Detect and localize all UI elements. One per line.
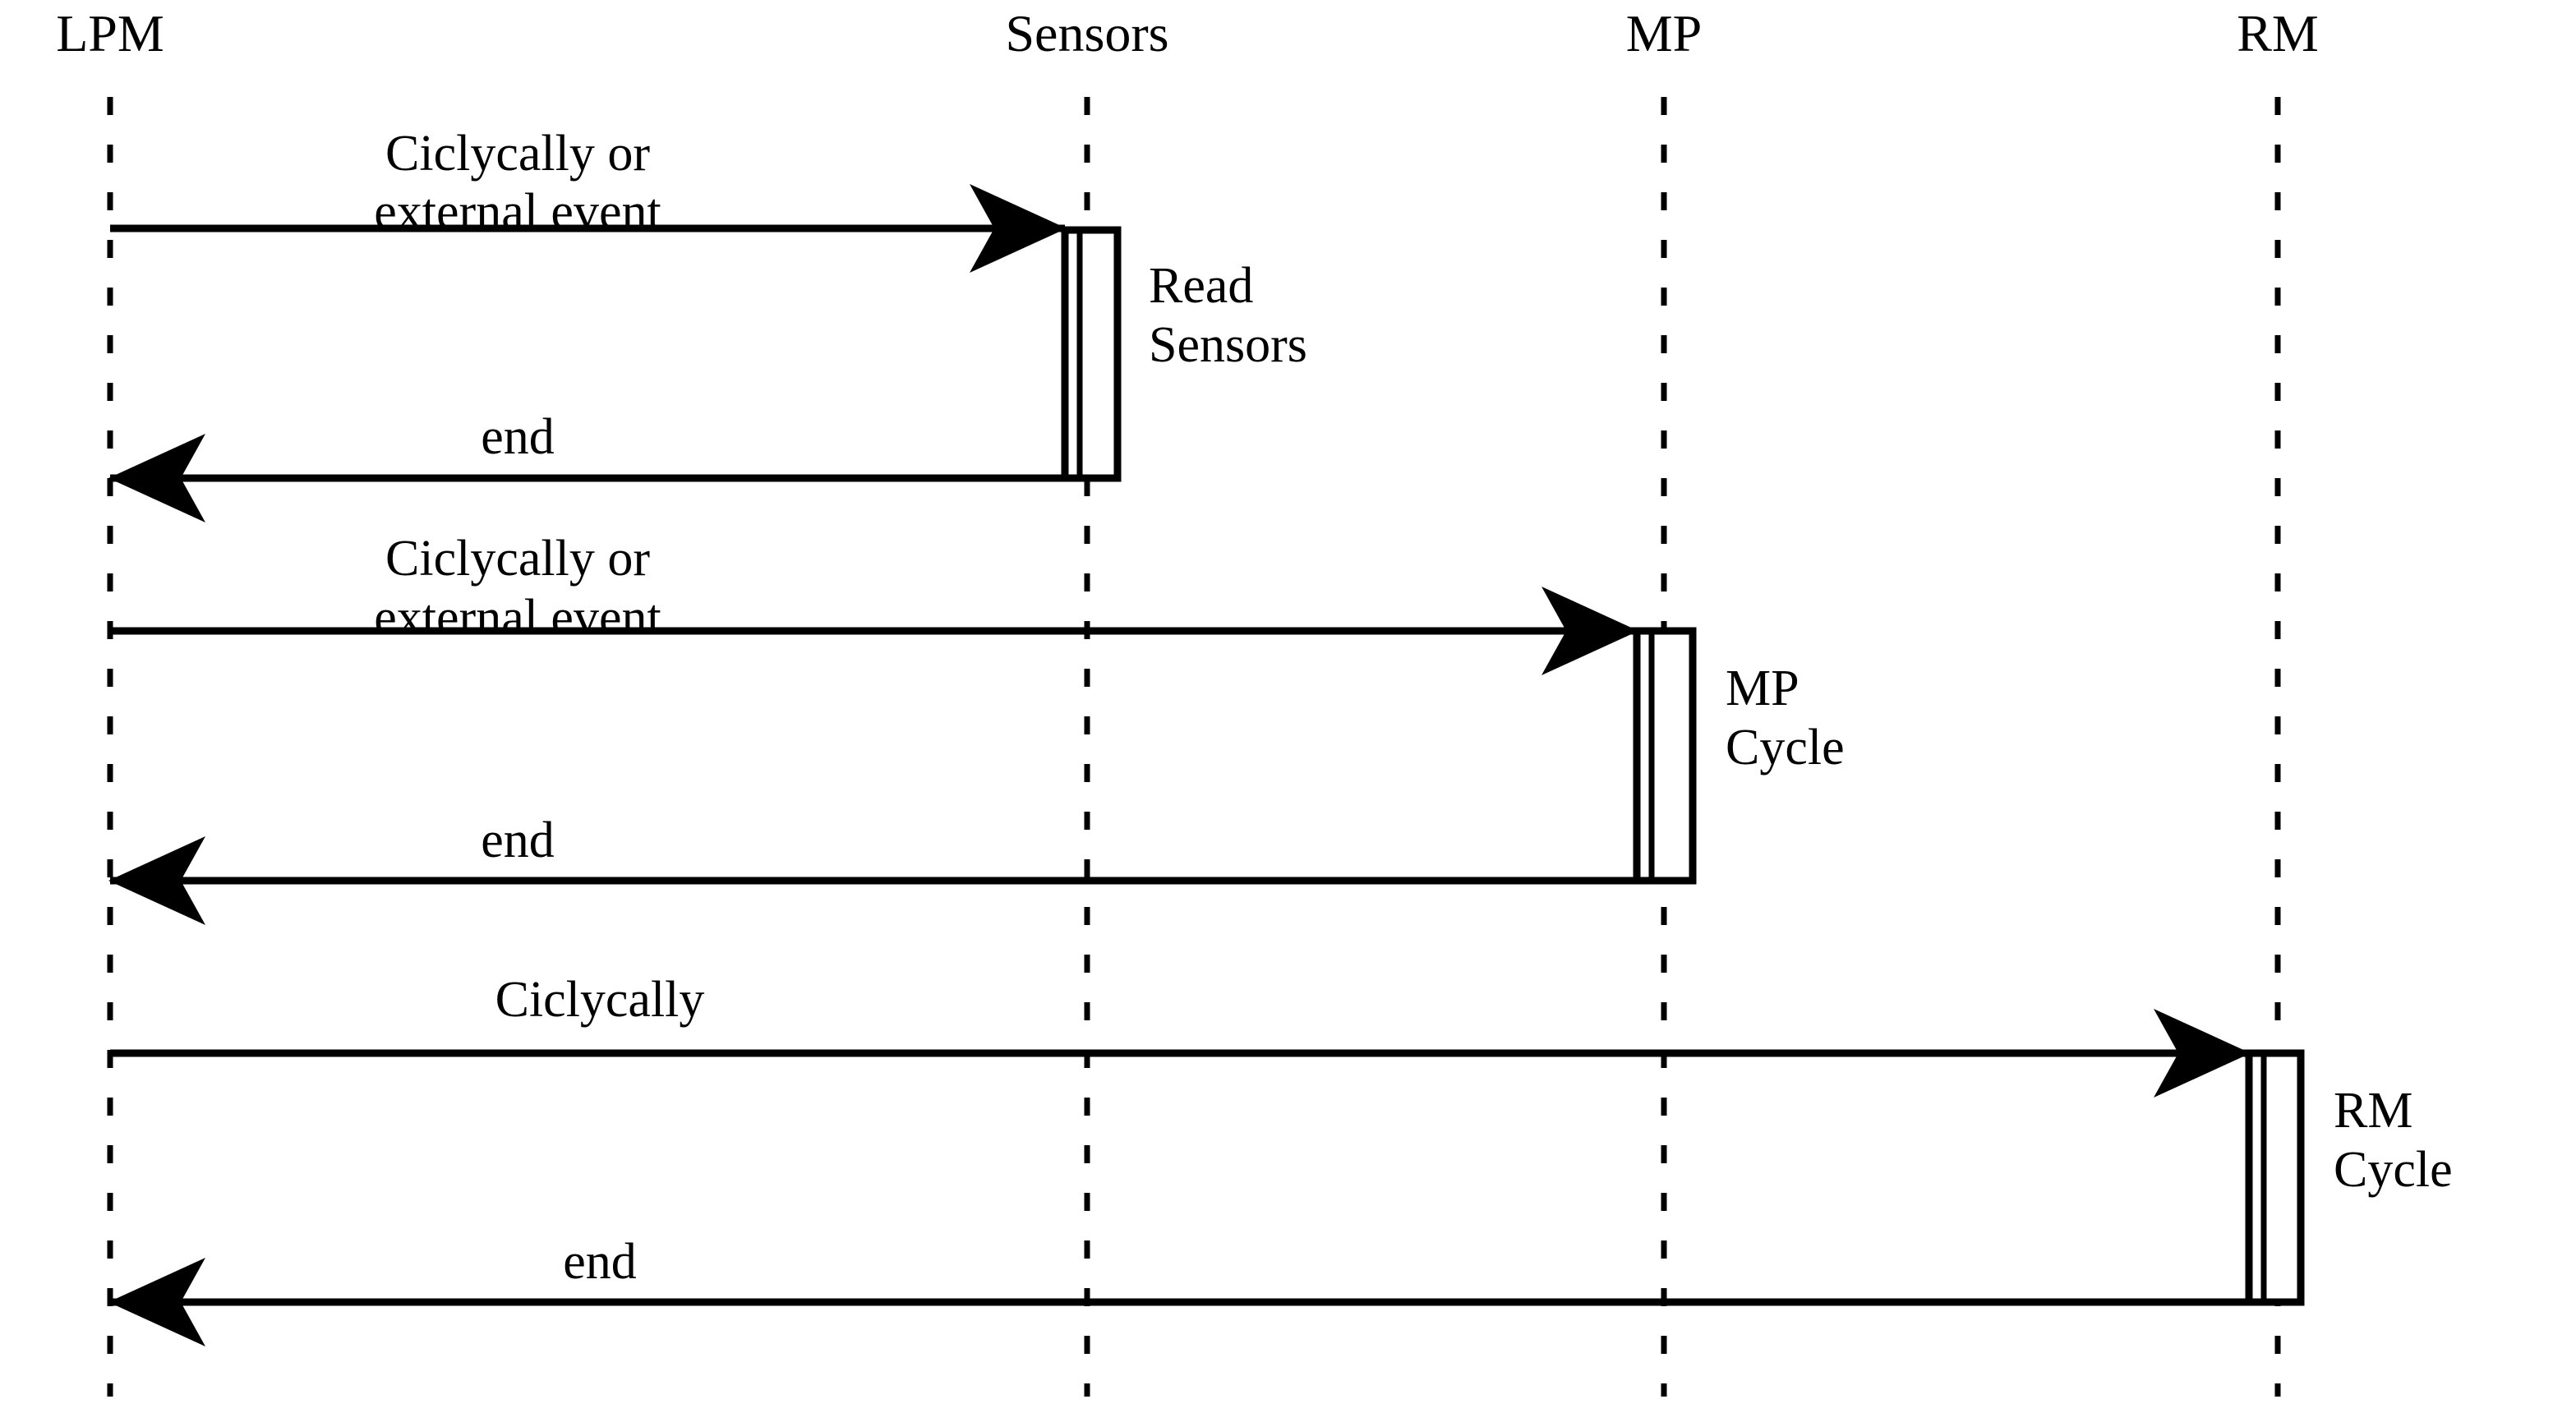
interaction-mp-cycle: Ciclycally or external event end MP Cycl… [108,531,1845,925]
lifeline-label-mp: MP [1626,4,1703,62]
lifeline-label-sensors: Sensors [1005,4,1168,62]
call-label-line1-rm-cycle: Ciclycally [495,972,705,1028]
call-label-line2-read-sensors: external event [374,184,661,240]
call-arrow-head-read-sensors [970,184,1067,273]
activation-label-line1-read-sensors: Read [1149,258,1253,314]
activation-box-mp [1633,627,1697,885]
return-arrow-head-read-sensors [108,434,205,522]
activation-label-line2-rm-cycle: Cycle [2334,1142,2453,1198]
call-arrow-head-mp-cycle [1541,587,1638,675]
lifeline-headers: LPM Sensors MP RM [56,4,2319,62]
activation-box-sensors [1061,226,1122,482]
call-label-line1-read-sensors: Ciclycally or [385,126,650,182]
call-label-line1-mp-cycle: Ciclycally or [385,531,650,587]
activation-label-line1-rm-cycle: RM [2334,1083,2412,1139]
activation-label-line1-mp-cycle: MP [1726,660,1800,716]
return-arrow-head-rm-cycle [108,1258,205,1346]
return-label-read-sensors: end [481,409,555,465]
interaction-read-sensors: Ciclycally or external event end Read Se… [108,126,1307,522]
return-label-mp-cycle: end [481,812,555,868]
activation-label-line2-mp-cycle: Cycle [1726,720,1845,776]
lifeline-label-lpm: LPM [56,4,164,62]
return-arrow-head-mp-cycle [108,836,205,925]
interaction-rm-cycle: Ciclycally end RM Cycle [108,972,2453,1346]
return-label-rm-cycle: end [563,1234,637,1290]
activation-label-line2-read-sensors: Sensors [1149,317,1307,373]
activation-box-rm [2245,1049,2305,1306]
call-arrow-head-rm-cycle [2154,1009,2251,1098]
call-label-line2-mp-cycle: external event [374,590,661,646]
lifeline-label-rm: RM [2237,4,2319,62]
